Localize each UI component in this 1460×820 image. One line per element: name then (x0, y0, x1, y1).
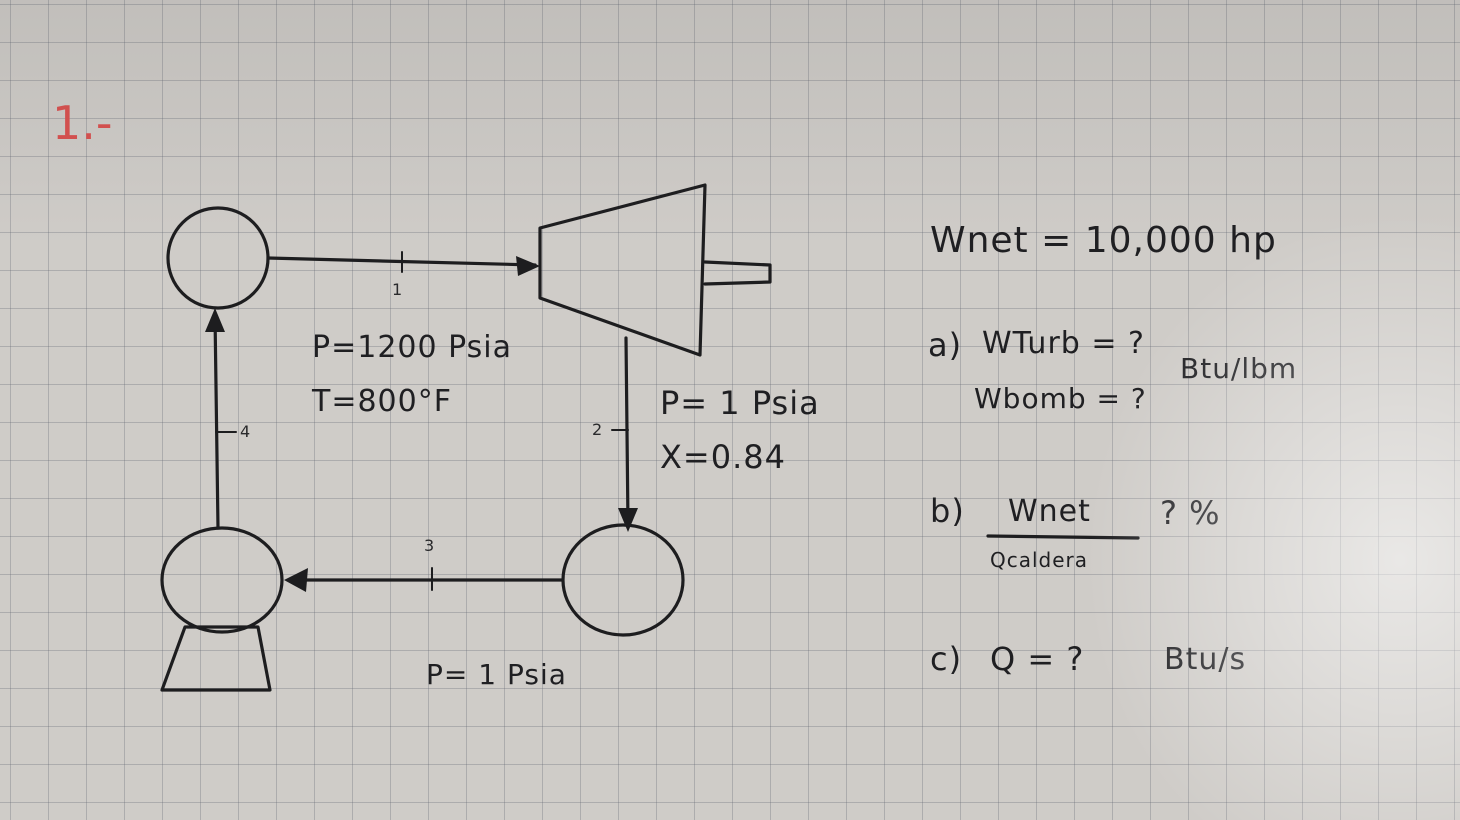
state-1-label: 1 (392, 280, 403, 299)
turbine-shaft (703, 260, 772, 286)
question-c-heat: Q = ? (990, 640, 1085, 678)
question-a-unit: Btu/lbm (1180, 352, 1298, 385)
question-b-label: b) (930, 492, 965, 530)
arrow-state-1 (516, 256, 540, 276)
question-b-numerator: Wnet (1008, 494, 1091, 529)
state-3-label: 3 (424, 536, 435, 555)
line-state-2 (624, 336, 630, 527)
fraction-bar (986, 534, 1140, 540)
question-a-pump-work: Wbomb = ? (974, 382, 1147, 415)
question-b-denominator: Qcaldera (990, 548, 1089, 572)
state-4-label: 4 (240, 422, 251, 441)
question-c-unit: Btu/s (1164, 642, 1247, 677)
condenser (561, 523, 685, 637)
question-a-label: a) (928, 326, 963, 364)
line-state-4 (213, 313, 220, 530)
pump (160, 526, 284, 634)
turbine (538, 183, 707, 357)
arrow-state-4 (205, 308, 225, 332)
pump-base (160, 625, 272, 692)
arrow-state-3 (284, 568, 308, 592)
state-2-label: 2 (592, 420, 603, 439)
state-1-temperature: T=800°F (312, 384, 452, 419)
question-a-turbine-work: WTurb = ? (982, 326, 1145, 361)
state-1-pressure: P=1200 Psia (312, 330, 513, 365)
arrow-state-2 (618, 508, 638, 532)
state-2-quality: X=0.84 (660, 438, 786, 476)
state-3-pressure: P= 1 Psia (426, 658, 567, 691)
boiler (166, 206, 270, 310)
question-c-label: c) (930, 640, 963, 678)
problem-number: 1.- (52, 96, 113, 150)
question-b-answer: ? % (1160, 494, 1221, 532)
state-2-pressure: P= 1 Psia (660, 384, 820, 422)
given-net-work: Wnet = 10,000 hp (930, 220, 1277, 261)
